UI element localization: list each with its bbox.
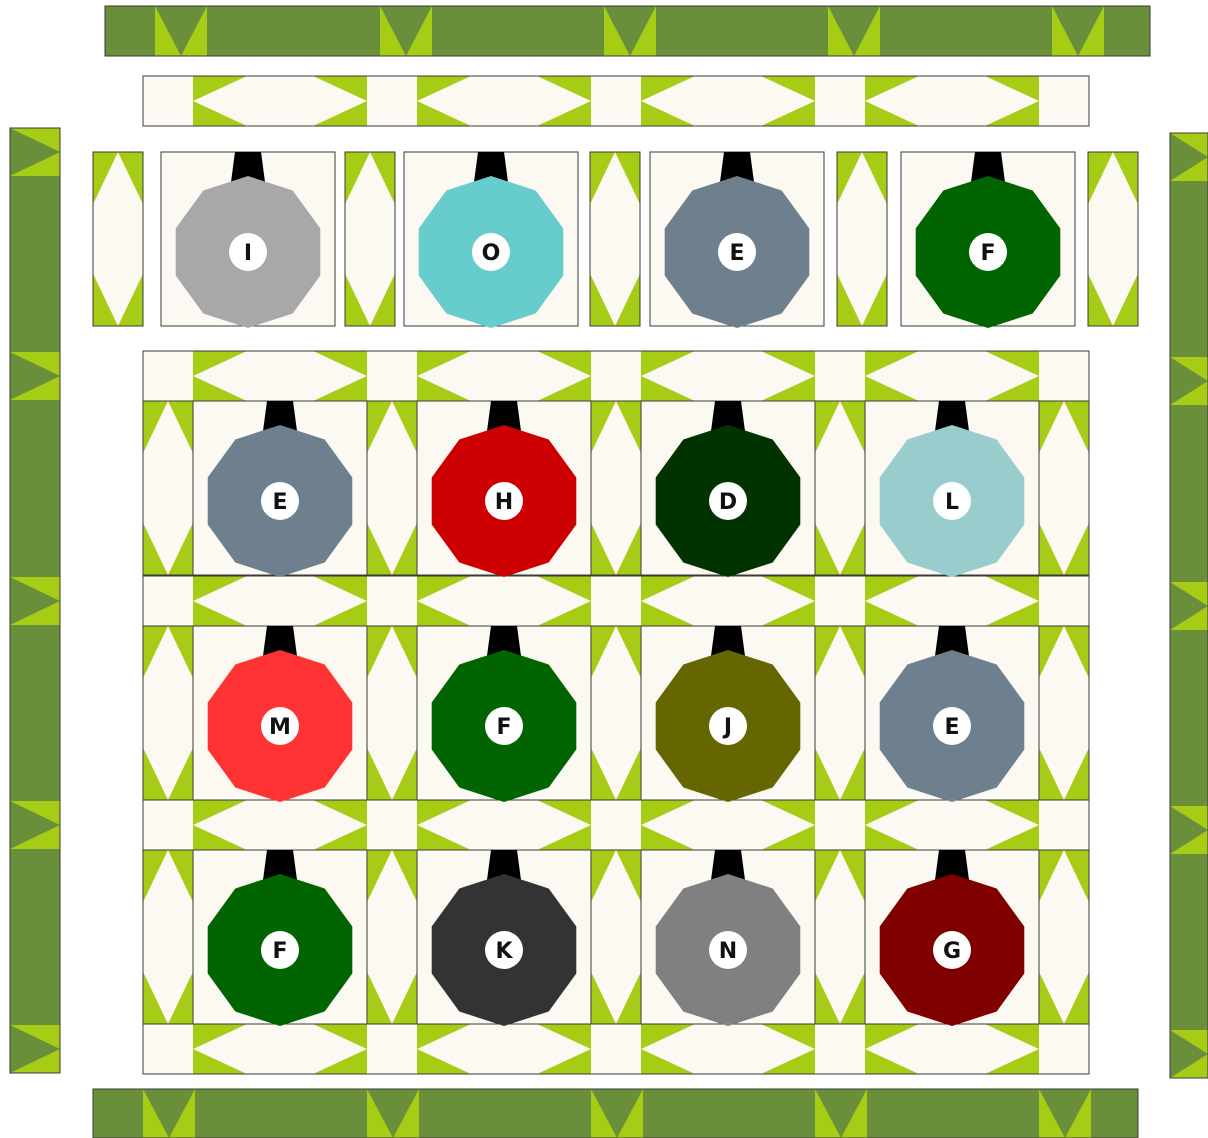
ornament-label: F xyxy=(496,715,511,740)
block-row-3-col-1: F xyxy=(193,850,367,1026)
top-border xyxy=(105,6,1150,56)
sashing-top-row-background xyxy=(143,76,1089,126)
block-row-3-col-4: G xyxy=(865,850,1039,1026)
sashing-main-3-background xyxy=(143,800,1089,850)
sashing-main-4-background xyxy=(143,1024,1089,1074)
sashing-row-1-vertical-5 xyxy=(1039,401,1089,575)
ornament-label: G xyxy=(943,939,961,964)
block-row-2-col-1: M xyxy=(193,626,367,802)
sashing-top-vertical-4 xyxy=(837,152,887,326)
top-block-1: I xyxy=(161,152,335,328)
sashing-row-1-vertical-1 xyxy=(143,401,193,575)
block-row-2-col-3: J xyxy=(641,626,815,802)
block-row-1-col-2: H xyxy=(417,401,591,577)
sashing-main-2-background xyxy=(143,576,1089,626)
top-block-2: O xyxy=(404,152,578,328)
block-row-1-col-1: E xyxy=(193,401,367,577)
sashing-row-2-vertical-2 xyxy=(367,626,417,800)
sashing-row-2-vertical-5 xyxy=(1039,626,1089,800)
ornament-label: I xyxy=(244,241,252,266)
top-block-4: F xyxy=(901,152,1075,328)
ornament-label: K xyxy=(495,939,513,964)
block-row-1-col-3: D xyxy=(641,401,815,577)
sashing-top-vertical-1 xyxy=(93,152,143,326)
ornament-label: O xyxy=(482,241,501,266)
bottom-border xyxy=(93,1089,1138,1138)
top-block-3: E xyxy=(650,152,824,328)
sashing-main-2 xyxy=(143,576,1089,626)
sashing-main-1-background xyxy=(143,351,1089,401)
sashing-row-1-vertical-4 xyxy=(815,401,865,575)
ornament-label: J xyxy=(722,715,732,740)
left-border xyxy=(10,128,60,1073)
sashing-row-3-vertical-3 xyxy=(591,850,641,1024)
ornament-label: E xyxy=(729,241,744,266)
sashing-main-4 xyxy=(143,1024,1089,1074)
ornament-label: E xyxy=(944,715,959,740)
sashing-top-vertical-3 xyxy=(590,152,640,326)
ornament-label: L xyxy=(945,490,959,515)
sashing-main-3 xyxy=(143,800,1089,850)
block-row-1-col-4: L xyxy=(865,401,1039,577)
sashing-row-3-vertical-5 xyxy=(1039,850,1089,1024)
sashing-row-3-vertical-4 xyxy=(815,850,865,1024)
sashing-top-vertical-2 xyxy=(345,152,395,326)
ornament-label: F xyxy=(272,939,287,964)
sashing-top-row xyxy=(143,76,1089,126)
ornament-label: N xyxy=(719,939,737,964)
sashing-row-2-vertical-1 xyxy=(143,626,193,800)
ornament-label: E xyxy=(272,490,287,515)
sashing-row-3-vertical-2 xyxy=(367,850,417,1024)
sashing-row-1-vertical-3 xyxy=(591,401,641,575)
sashing-top-vertical-5 xyxy=(1088,152,1138,326)
sashing-row-2-vertical-4 xyxy=(815,626,865,800)
right-border xyxy=(1170,133,1208,1078)
sashing-row-2-vertical-3 xyxy=(591,626,641,800)
sashing-main-1 xyxy=(143,351,1089,401)
block-row-3-col-3: N xyxy=(641,850,815,1026)
ornament-label: M xyxy=(269,715,291,740)
ornament-label: H xyxy=(495,490,513,515)
sashing-row-3-vertical-1 xyxy=(143,850,193,1024)
block-row-2-col-4: E xyxy=(865,626,1039,802)
ornament-label: F xyxy=(980,241,995,266)
sashing-row-1-vertical-2 xyxy=(367,401,417,575)
ornament-label: D xyxy=(719,490,737,515)
block-row-2-col-2: F xyxy=(417,626,591,802)
block-row-3-col-2: K xyxy=(417,850,591,1026)
